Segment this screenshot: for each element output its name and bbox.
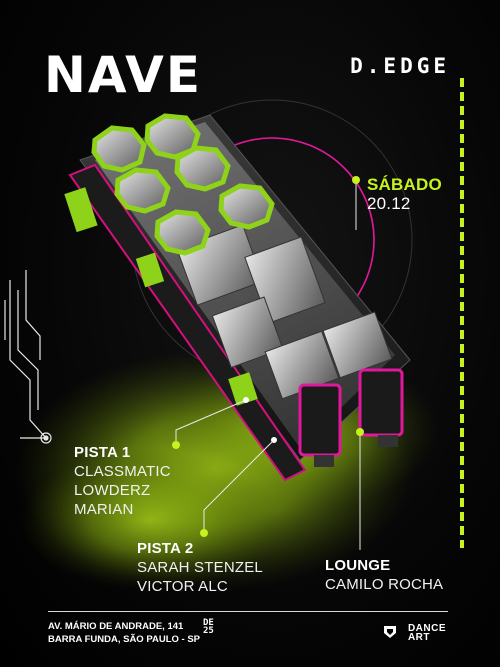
stage-name: PISTA 1 [74,444,131,461]
stage-name: LOUNGE [325,557,391,574]
artist-name: MARIAN [74,501,134,518]
partner-logo: DANCE ART [407,623,446,643]
accent-stripe [460,78,464,548]
node-pista-2 [200,529,208,537]
artist-name: SARAH STENZEL [137,559,263,576]
date-block: SÁBADO 20.12 [367,175,442,213]
circuit-decoration [4,270,52,444]
address-line-1: AV. MÁRIO DE ANDRADE, 141 [48,621,184,632]
dance-art-icon [382,624,398,645]
anniversary-logo: DE 25 [203,618,214,636]
stage-lounge: LOUNGE CAMILO ROCHA [325,556,443,594]
date-value: 20.12 [367,194,411,213]
date-day: SÁBADO [367,175,442,194]
artist-name: CLASSMATIC [74,463,171,480]
node-lounge [356,428,364,436]
stage-pista-1: PISTA 1 CLASSMATIC LOWDERZ MARIAN [74,443,171,519]
venue-logo: D.EDGE [350,54,450,78]
stage-pista-2: PISTA 2 SARAH STENZEL VICTOR ALC [137,539,263,596]
venue-address: AV. MÁRIO DE ANDRADE, 141 BARRA FUNDA, S… [48,620,200,646]
artist-name: LOWDERZ [74,482,151,499]
spaceship-illustration [64,113,411,482]
callout-lines [175,180,361,550]
footer-divider [48,611,448,612]
address-line-2: BARRA FUNDA, SÃO PAULO - SP [48,634,200,645]
node-sabado [352,176,360,184]
artist-name: VICTOR ALC [137,578,228,595]
partner-line-1: DANCE [407,623,446,634]
event-title: NAVE [44,46,202,104]
node-pista-1 [172,441,180,449]
partner-line-2: ART [407,632,430,643]
stage-name: PISTA 2 [137,540,194,557]
artist-name: CAMILO ROCHA [325,576,444,593]
